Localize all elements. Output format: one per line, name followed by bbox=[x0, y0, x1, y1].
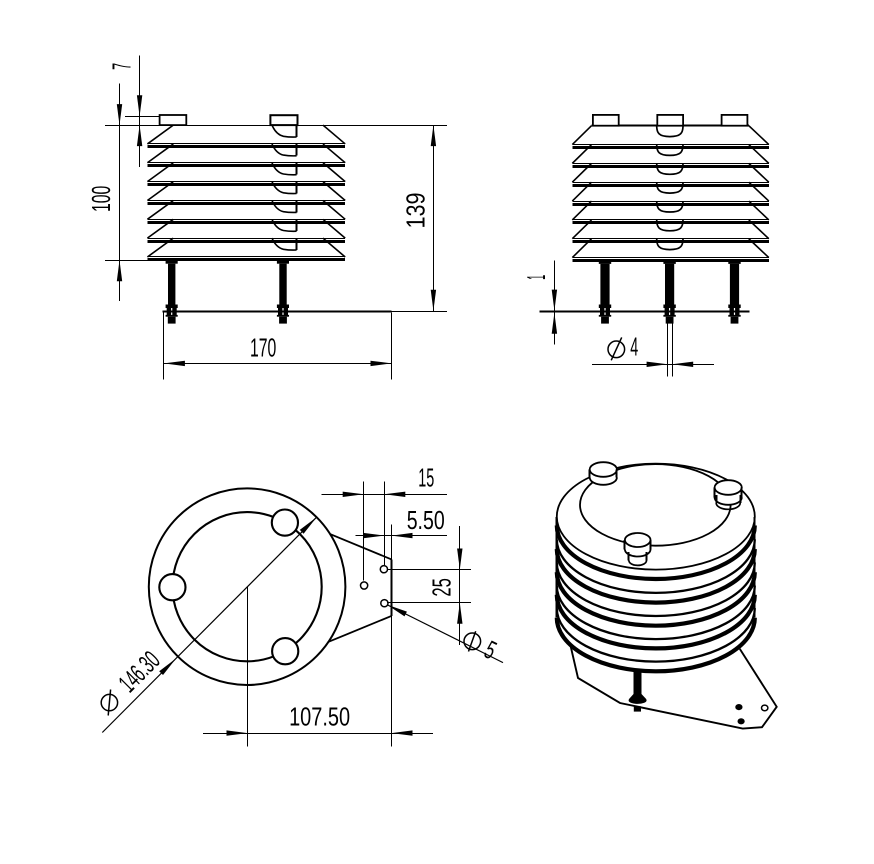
svg-text:5.50: 5.50 bbox=[407, 505, 445, 535]
svg-text:170: 170 bbox=[250, 333, 276, 363]
svg-text:100: 100 bbox=[86, 186, 116, 212]
svg-text:4: 4 bbox=[630, 332, 638, 362]
svg-text:107.50: 107.50 bbox=[289, 702, 350, 732]
svg-text:7: 7 bbox=[107, 63, 137, 70]
svg-text:15: 15 bbox=[418, 463, 434, 493]
svg-text:1: 1 bbox=[521, 275, 551, 280]
svg-text:25: 25 bbox=[426, 578, 456, 597]
svg-text:139: 139 bbox=[401, 193, 431, 229]
